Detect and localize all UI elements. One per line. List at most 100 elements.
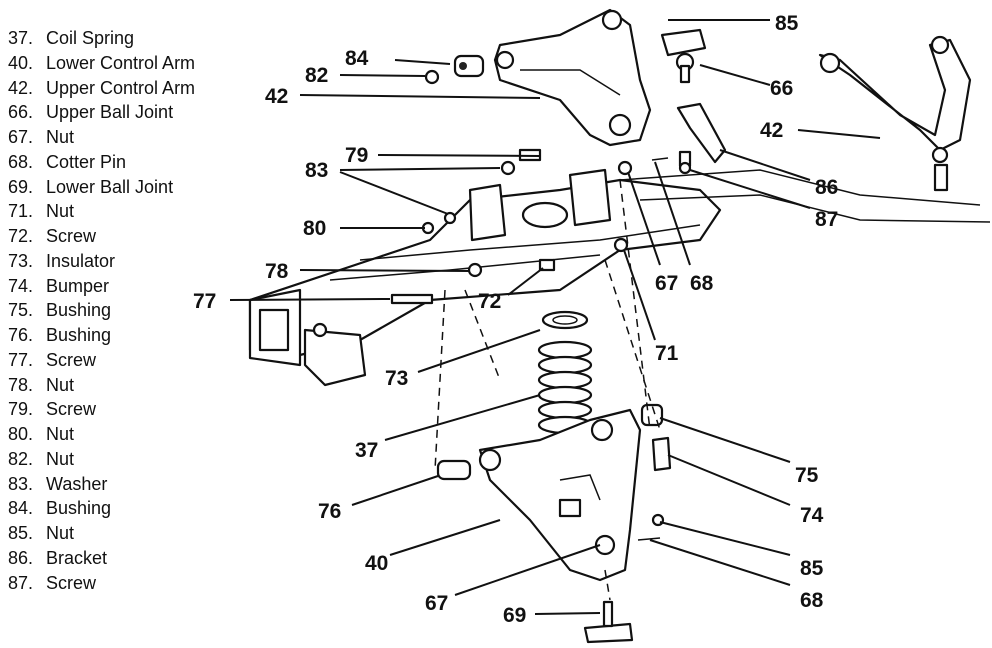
callout-72: 72	[478, 290, 501, 313]
legend-number: 68.	[8, 151, 34, 172]
legend-number: 83.	[8, 473, 34, 494]
legend-part-name: Nut	[46, 127, 75, 147]
frame-crossmember	[248, 168, 991, 387]
callout-82: 82	[305, 64, 328, 87]
legend-number: 75.	[8, 300, 34, 321]
legend-part-name: Bushing	[46, 300, 112, 321]
legend-part-name: Cotter Pin	[46, 151, 127, 172]
callout-42-left: 42	[265, 85, 288, 108]
legend-number: 84.	[8, 498, 34, 519]
legend-number: 42.	[8, 77, 34, 98]
legend-number: 73.	[8, 250, 34, 271]
callout-68-upper: 68	[690, 272, 714, 295]
legend-part-name: Washer	[46, 473, 108, 494]
legend-row: 68. Cotter Pin	[8, 150, 248, 175]
legend-row: 66. Upper Ball Joint	[8, 100, 248, 125]
assembly-lines	[434, 179, 661, 601]
legend-part-name: Screw	[46, 226, 97, 246]
bracket-and-screw	[676, 102, 727, 175]
legend-part-name: Nut	[46, 201, 75, 222]
legend-part-name: Bumper	[46, 275, 110, 296]
callout-67-upper: 67	[655, 272, 678, 295]
legend-part-name: Coil Spring	[46, 28, 135, 48]
callout-80: 80	[303, 217, 326, 240]
legend-number: 87.	[8, 572, 34, 593]
legend-number: 77.	[8, 349, 34, 370]
fasteners-middle	[390, 237, 629, 305]
legend-row: 79. Screw	[8, 397, 248, 422]
callout-78: 78	[265, 260, 289, 283]
legend-part-name: Lower Control Arm	[46, 52, 196, 73]
legend-row: 84. Bushing	[8, 496, 248, 521]
callout-86: 86	[815, 176, 838, 199]
legend-number: 79.	[8, 399, 34, 420]
callout-71: 71	[655, 342, 679, 365]
legend-number: 76.	[8, 325, 34, 345]
legend-part-name: Bushing	[46, 498, 112, 519]
leader-lines	[229, 19, 881, 615]
legend-part-name: Bracket	[46, 547, 108, 568]
legend-part-name: Nut	[46, 448, 75, 469]
callout-74: 74	[800, 504, 824, 527]
legend-part-name: Screw	[46, 572, 97, 593]
callout-85-top: 85	[775, 12, 799, 35]
legend-row: 42. Upper Control Arm	[8, 76, 248, 101]
legend-row: 77. Screw	[8, 348, 248, 373]
lower-control-arm	[478, 408, 642, 582]
legend-row: 85. Nut	[8, 521, 248, 546]
callout-73: 73	[385, 367, 408, 390]
legend-number: 80.	[8, 424, 34, 444]
legend-row: 75. Bushing	[8, 298, 248, 323]
legend-row: 78. Nut	[8, 373, 248, 398]
legend-row: 72. Screw	[8, 224, 248, 249]
legend-number: 40.	[8, 52, 34, 73]
upper-ball-joint	[660, 28, 707, 84]
legend-number: 67.	[8, 127, 34, 147]
legend-number: 78.	[8, 374, 34, 395]
bushing-84	[453, 54, 485, 78]
legend-row: 74. Bumper	[8, 274, 248, 299]
callout-76: 76	[318, 500, 341, 523]
callout-labels: 85 84 82 42 66 42 79 83 86 87 80 78 67 6…	[193, 12, 838, 627]
legend-row: 67. Nut	[8, 125, 248, 150]
legend-part-name: Insulator	[46, 250, 116, 271]
legend-row: 82. Nut	[8, 447, 248, 472]
legend-row: 86. Bracket	[8, 546, 248, 571]
legend-row: 69. Lower Ball Joint	[8, 175, 248, 200]
legend-part-name: Screw	[46, 399, 97, 420]
legend-part-name: Upper Ball Joint	[46, 102, 174, 123]
upper-control-arm	[493, 8, 652, 147]
legend-part-name: Nut	[46, 424, 75, 444]
callout-75: 75	[795, 464, 819, 487]
legend-row: 87. Screw	[8, 571, 248, 596]
legend-part-name: Nut	[46, 523, 75, 543]
callout-69: 69	[503, 604, 526, 627]
legend-number: 72.	[8, 226, 34, 246]
callout-85-bottom: 85	[800, 557, 824, 580]
legend-number: 74.	[8, 275, 34, 296]
legend-part-name: Screw	[46, 349, 97, 370]
legend-number: 71.	[8, 201, 34, 222]
lower-ball-joint	[583, 600, 634, 644]
legend-row: 83. Washer	[8, 472, 248, 497]
callout-67-lower: 67	[425, 592, 448, 615]
legend-row: 73. Insulator	[8, 249, 248, 274]
callout-84: 84	[345, 47, 369, 70]
callout-40: 40	[365, 552, 388, 575]
legend-number: 82.	[8, 448, 34, 469]
legend-part-name: Upper Control Arm	[46, 77, 196, 98]
legend-part-name: Nut	[46, 374, 75, 395]
legend-number: 86.	[8, 547, 34, 568]
legend-row: 76.Bushing	[8, 323, 248, 348]
upper-control-arm-inset	[818, 35, 972, 192]
legend-number: 37.	[8, 28, 34, 48]
coil-spring-and-insulator	[537, 310, 593, 435]
legend-row: 40. Lower Control Arm	[8, 51, 248, 76]
legend-number: 69.	[8, 176, 34, 197]
callout-68-lower: 68	[800, 589, 824, 612]
legend-part-name: Lower Ball Joint	[46, 176, 174, 197]
legend-number: 85.	[8, 523, 34, 543]
legend-number: 66.	[8, 102, 34, 123]
legend-row: 71. Nut	[8, 199, 248, 224]
